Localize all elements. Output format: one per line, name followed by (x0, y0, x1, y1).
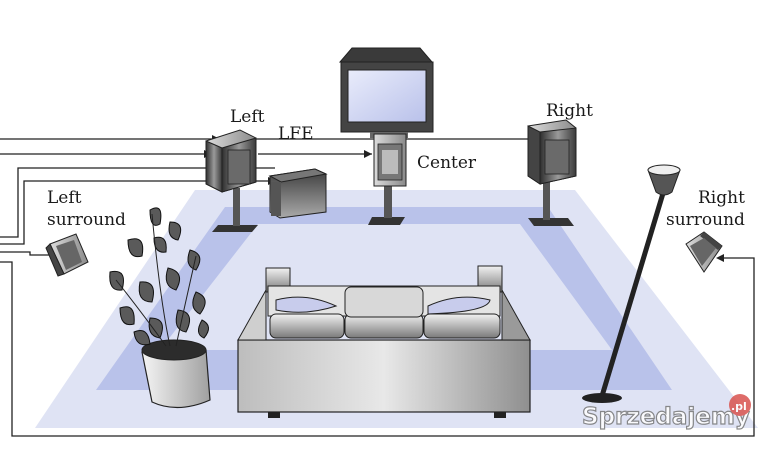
speaker-labels: Left LFE Center Right Left surround Righ… (47, 101, 745, 230)
label-left-surround-line1: Left (47, 188, 82, 208)
left-speaker (205, 129, 258, 232)
label-left-surround-line2: surround (47, 210, 126, 230)
label-lfe: LFE (278, 124, 314, 144)
sofa (237, 265, 531, 418)
watermark: Sprzedajemy .pl (581, 394, 751, 431)
center-speaker (368, 133, 407, 225)
label-center: Center (417, 153, 477, 173)
label-left: Left (230, 107, 265, 127)
watermark-badge: .pl (731, 400, 747, 413)
right-speaker (527, 119, 577, 226)
label-right: Right (546, 101, 593, 121)
subwoofer (268, 168, 328, 219)
floor-lamp (582, 164, 681, 403)
speaker-wires (0, 138, 755, 437)
right-surround-speaker (685, 231, 723, 273)
watermark-badge-icon (729, 394, 751, 416)
label-right-surround-line2: surround (666, 210, 745, 230)
watermark-text: Sprzedajemy (582, 404, 750, 430)
left-surround-speaker (45, 233, 89, 277)
television (338, 47, 434, 138)
potted-plant (109, 207, 211, 409)
label-right-surround-line1: Right (698, 188, 745, 208)
